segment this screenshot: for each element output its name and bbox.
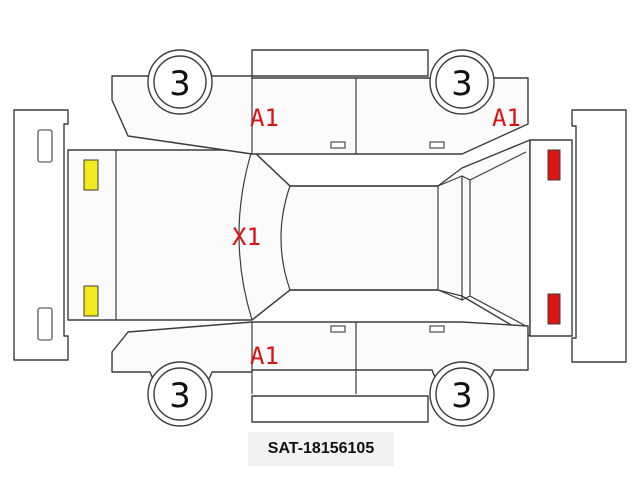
door-handle-lower-front bbox=[330, 325, 346, 333]
wheel-front-left: 3 bbox=[147, 49, 213, 115]
door-handle-upper-front bbox=[330, 141, 346, 149]
wheel-front-left-grade: 3 bbox=[169, 64, 191, 104]
door-handle-upper-rear bbox=[429, 141, 445, 149]
wheel-rear-left-grade: 3 bbox=[451, 64, 473, 104]
wheel-front-right-grade: 3 bbox=[169, 376, 191, 416]
mark-door-upper-rear: A1 bbox=[492, 104, 521, 132]
rear-lamp-bottom bbox=[547, 293, 561, 325]
wheel-rear-left: 3 bbox=[429, 49, 495, 115]
front-bumper-slot-top bbox=[37, 129, 53, 163]
wheel-rear-right: 3 bbox=[429, 361, 495, 427]
mark-door-upper-front: A1 bbox=[250, 104, 279, 132]
roof-strip-upper bbox=[251, 49, 429, 77]
front-lamp-bottom bbox=[83, 285, 99, 317]
stock-number-label: SAT-18156105 bbox=[248, 432, 394, 466]
mark-roof-front: X1 bbox=[232, 223, 261, 251]
roof bbox=[290, 185, 439, 291]
windshield bbox=[238, 149, 291, 321]
rear-bumper bbox=[571, 109, 627, 363]
rear-window bbox=[437, 175, 471, 301]
body-top-view bbox=[67, 139, 531, 337]
roof-strip-lower bbox=[251, 395, 429, 423]
mark-door-lower-front: A1 bbox=[250, 342, 279, 370]
rear-lamp-top bbox=[547, 149, 561, 181]
front-lamp-top bbox=[83, 159, 99, 191]
tailgate bbox=[469, 151, 527, 327]
front-bumper bbox=[13, 109, 69, 361]
front-bumper-slot-bottom bbox=[37, 307, 53, 341]
door-handle-lower-rear bbox=[429, 325, 445, 333]
wheel-front-right: 3 bbox=[147, 361, 213, 427]
wheel-rear-right-grade: 3 bbox=[451, 376, 473, 416]
